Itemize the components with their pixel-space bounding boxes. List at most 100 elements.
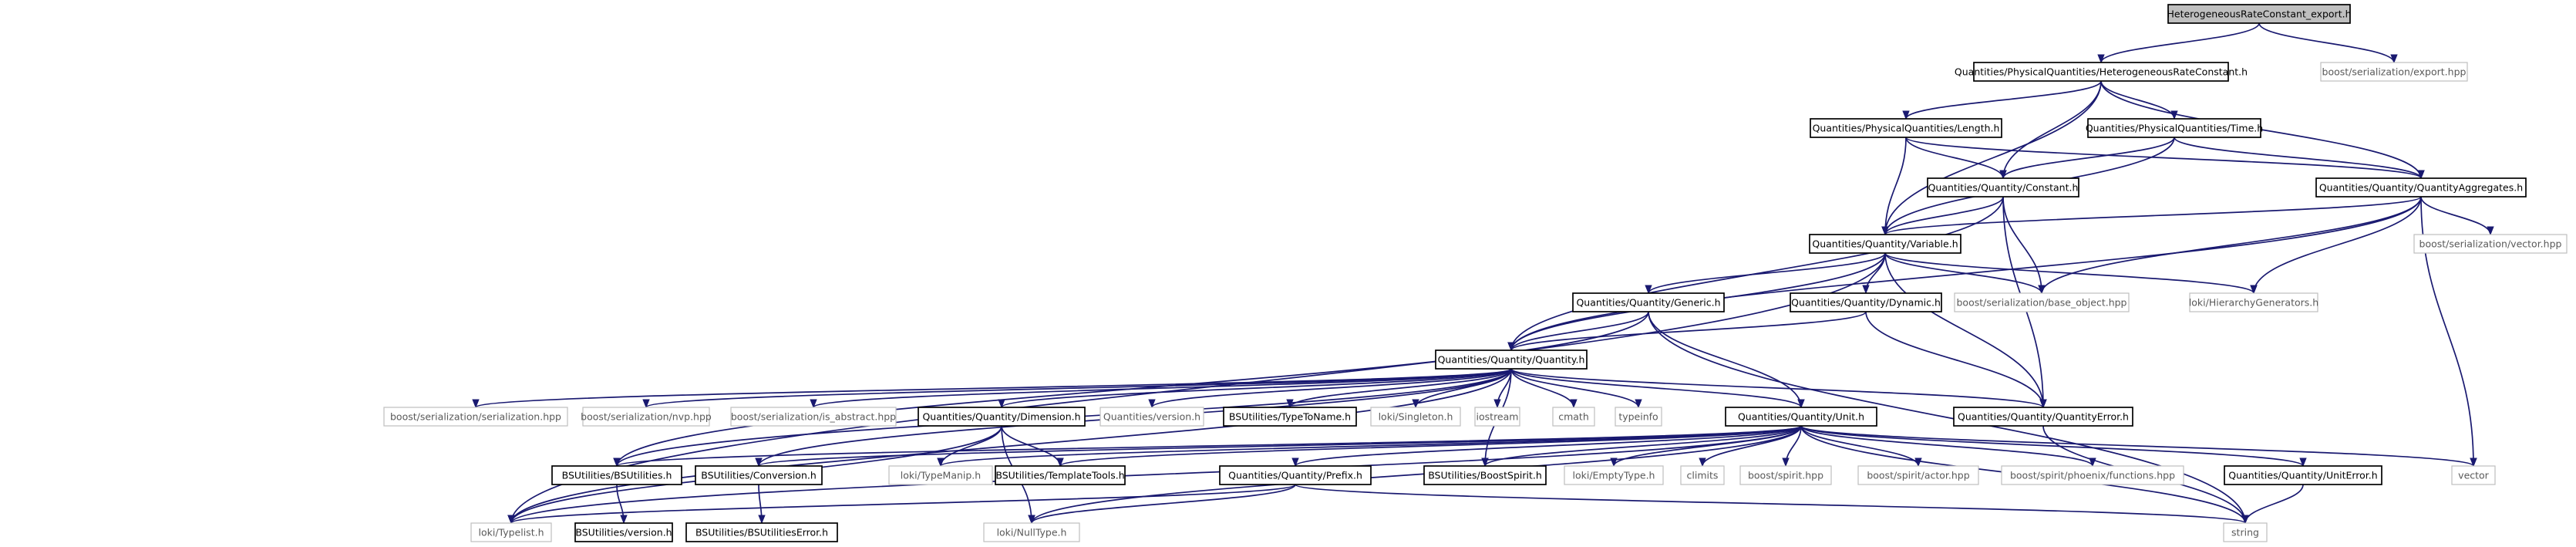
node-nvp: boost/serialization/nvp.hpp: [581, 407, 712, 427]
node-label-string: string: [2231, 527, 2259, 539]
node-label-isabstract: boost/serialization/is_abstract.hpp: [731, 411, 896, 423]
edge-quantity-to-unit: [1510, 368, 1805, 409]
edge-length-to-constant: [1905, 137, 2007, 180]
node-unit[interactable]: Quantities/Quantity/Unit.h: [1725, 407, 1877, 427]
node-box-bserror: [685, 522, 838, 542]
node-box-baseobject: [1954, 292, 2130, 312]
node-typemanip: loki/TypeManip.h: [888, 465, 993, 485]
node-box-prefix: [1219, 465, 1372, 485]
edge-hrc-to-length: [1902, 80, 2102, 120]
node-box-typetoname: [1223, 407, 1357, 427]
node-label-typeinfo: typeinfo: [1618, 411, 1658, 423]
node-box-svector: [2413, 234, 2568, 254]
node-label-root: HeterogeneousRateConstant_export.h: [2167, 8, 2351, 20]
node-prefix[interactable]: Quantities/Quantity/Prefix.h: [1219, 465, 1372, 485]
node-box-actor: [1857, 465, 1979, 485]
node-hiergen: loki/HierarchyGenerators.h: [2189, 292, 2318, 312]
node-svector: boost/serialization/vector.hpp: [2413, 234, 2568, 254]
node-emptytype: loki/EmptyType.h: [1564, 465, 1664, 485]
edge-root-to-export: [2258, 22, 2398, 64]
node-bsversion[interactable]: BSUtilities/version.h: [574, 522, 673, 542]
edge-quantity-to-typetoname: [1286, 368, 1512, 409]
node-label-singleton: loki/Singleton.h: [1379, 411, 1453, 423]
edge-hrc-to-time: [2100, 80, 2178, 120]
node-label-typelist: loki/Typelist.h: [478, 527, 544, 539]
node-qversion: Quantities/version.h: [1099, 407, 1204, 427]
edge-time-to-constant: [1999, 137, 2175, 180]
node-box-cmath: [1552, 407, 1595, 427]
edge-dynamic-to-qerror: [1865, 311, 2047, 409]
edge-root-to-hrc: [2097, 22, 2260, 64]
node-label-climits: climits: [1687, 470, 1719, 481]
node-templatetools[interactable]: BSUtilities/TemplateTools.h: [995, 465, 1126, 485]
node-label-qerror: Quantities/Quantity/QuantityError.h: [1958, 411, 2129, 423]
node-length[interactable]: Quantities/PhysicalQuantities/Length.h: [1810, 118, 2002, 138]
node-box-constant: [1927, 177, 2079, 198]
node-boostspirit[interactable]: BSUtilities/BoostSpirit.h: [1423, 465, 1547, 485]
edge-aggregates-to-svector: [2420, 196, 2494, 236]
node-quantity[interactable]: Quantities/Quantity/Quantity.h: [1435, 349, 1588, 370]
edge-constant-to-variable: [1881, 196, 2004, 236]
node-qerror[interactable]: Quantities/Quantity/QuantityError.h: [1953, 407, 2133, 427]
node-dimension[interactable]: Quantities/Quantity/Dimension.h: [918, 407, 1086, 427]
node-generic[interactable]: Quantities/Quantity/Generic.h: [1572, 292, 1725, 312]
node-serialization: boost/serialization/serialization.hpp: [383, 407, 568, 427]
node-box-templatetools: [995, 465, 1126, 485]
node-box-emptytype: [1564, 465, 1664, 485]
node-box-serialization: [383, 407, 568, 427]
node-box-variable: [1809, 234, 1961, 254]
node-conversion[interactable]: BSUtilities/Conversion.h: [695, 465, 823, 485]
node-label-typetoname: BSUtilities/TypeToName.h: [1229, 411, 1351, 423]
node-aggregates[interactable]: Quantities/Quantity/QuantityAggregates.h: [2315, 177, 2527, 198]
node-label-export: boost/serialization/export.hpp: [2322, 66, 2467, 78]
edge-unit-to-conversion: [755, 425, 1802, 468]
node-box-dimension: [918, 407, 1086, 427]
node-box-generic: [1572, 292, 1725, 312]
node-label-emptytype: loki/EmptyType.h: [1573, 470, 1655, 481]
node-box-isabstract: [730, 407, 897, 427]
node-root[interactable]: HeterogeneousRateConstant_export.h: [2167, 4, 2352, 24]
node-dynamic[interactable]: Quantities/Quantity/Dynamic.h: [1790, 292, 1942, 312]
node-box-uniterror: [2224, 465, 2382, 485]
node-label-nvp: boost/serialization/nvp.hpp: [581, 411, 712, 423]
node-bserror[interactable]: BSUtilities/BSUtilitiesError.h: [685, 522, 838, 542]
node-functions: boost/spirit/phoenix/functions.hpp: [2001, 465, 2184, 485]
node-box-typemanip: [888, 465, 993, 485]
node-label-hiergen: loki/HierarchyGenerators.h: [2189, 297, 2318, 309]
node-box-root: [2167, 4, 2351, 24]
node-time[interactable]: Quantities/PhysicalQuantities/Time.h: [2086, 118, 2263, 138]
edge-variable-to-hiergen: [1884, 252, 2258, 295]
node-label-bsversion: BSUtilities/version.h: [575, 527, 672, 539]
node-hrc[interactable]: Quantities/PhysicalQuantities/Heterogene…: [1955, 62, 2248, 82]
edge-unit-to-spirithpp: [1782, 425, 1802, 468]
node-label-cmath: cmath: [1558, 411, 1589, 423]
node-climits: climits: [1680, 465, 1725, 485]
edge-quantity-to-serialization: [472, 368, 1512, 409]
edge-aggregates-to-hiergen: [2250, 196, 2422, 295]
edge-quantity-to-typeinfo: [1510, 368, 1642, 409]
edge-unit-to-nulltype: [1028, 425, 1802, 525]
node-box-typeinfo: [1615, 407, 1662, 427]
node-label-bserror: BSUtilities/BSUtilitiesError.h: [695, 527, 828, 539]
node-label-generic: Quantities/Quantity/Generic.h: [1576, 297, 1720, 309]
node-constant[interactable]: Quantities/Quantity/Constant.h: [1927, 177, 2079, 198]
node-label-prefix: Quantities/Quantity/Prefix.h: [1228, 470, 1362, 481]
node-label-baseobject: boost/serialization/base_object.hpp: [1957, 297, 2127, 309]
node-uniterror[interactable]: Quantities/Quantity/UnitError.h: [2224, 465, 2382, 485]
node-nulltype: loki/NullType.h: [983, 522, 1080, 542]
edge-unit-to-functions: [1800, 425, 2096, 468]
node-box-bsutilities: [551, 465, 682, 485]
node-label-dimension: Quantities/Quantity/Dimension.h: [922, 411, 1080, 423]
file-nodes: HeterogeneousRateConstant_export.h boost/…: [383, 4, 2568, 542]
node-typetoname[interactable]: BSUtilities/TypeToName.h: [1223, 407, 1357, 427]
edge-hrc-to-variable: [1881, 80, 2102, 236]
node-label-templatetools: BSUtilities/TemplateTools.h: [995, 470, 1124, 481]
edge-quantity-to-nvp: [642, 368, 1512, 409]
node-typelist: loki/Typelist.h: [470, 522, 552, 542]
edge-aggregates-to-variable: [1881, 196, 2422, 236]
node-variable[interactable]: Quantities/Quantity/Variable.h: [1809, 234, 1961, 254]
node-label-constant: Quantities/Quantity/Constant.h: [1928, 182, 2079, 194]
node-bsutilities[interactable]: BSUtilities/BSUtilities.h: [551, 465, 682, 485]
edge-prefix-to-typelist: [507, 484, 1296, 525]
node-label-svector: boost/serialization/vector.hpp: [2419, 238, 2562, 250]
